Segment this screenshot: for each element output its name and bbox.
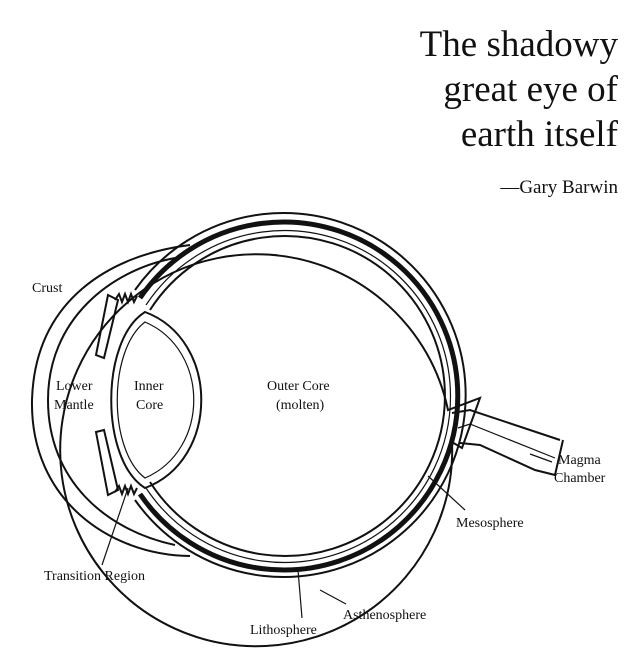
- quote-author: —Gary Barwin: [500, 177, 618, 198]
- label-transition-region: Transition Region: [44, 569, 145, 584]
- label-magma-chamber: Magma: [558, 453, 602, 468]
- label-outer-core: Outer Core: [267, 379, 330, 394]
- cornea-outer: [30, 244, 191, 557]
- lithosphere-ring: [137, 219, 461, 573]
- label-crust: Crust: [32, 281, 62, 296]
- quote-title: The shadowy great eye of earth itself: [420, 22, 618, 157]
- cornea-inner: [46, 257, 176, 546]
- inner-core-lens-inner: [116, 321, 195, 479]
- transition-zigzag-bottom: [114, 483, 138, 497]
- inner-core-lens: [110, 310, 203, 490]
- label-lower-mantle: Lower: [56, 379, 93, 394]
- asthenosphere-leader: [319, 589, 347, 605]
- crust-outline: [59, 253, 482, 648]
- mesosphere-ring: [145, 229, 452, 564]
- quote-line: great eye of: [443, 69, 618, 110]
- label-mesosphere: Mesosphere: [456, 516, 524, 531]
- asthenosphere-ring: [134, 212, 467, 578]
- transition-leader: [101, 487, 129, 566]
- quote-line: earth itself: [460, 114, 618, 155]
- magma-channel-top: [451, 408, 561, 441]
- mesosphere-ring-inner: [149, 235, 446, 557]
- label-magma-chamber: Chamber: [554, 471, 606, 486]
- label-asthenosphere: Asthenosphere: [343, 608, 426, 623]
- magma-channel-mid: [457, 423, 556, 459]
- label-outer-core: (molten): [276, 398, 325, 413]
- transition-zigzag-top: [114, 291, 138, 305]
- mesosphere-leader: [427, 475, 466, 511]
- label-lithosphere: Lithosphere: [250, 623, 317, 638]
- magma-channel-bottom: [459, 439, 564, 477]
- magma-leader: [529, 453, 553, 463]
- label-inner-core: Core: [136, 398, 163, 413]
- label-inner-core: Inner: [134, 379, 164, 394]
- lithosphere-leader: [297, 569, 303, 619]
- label-lower-mantle: Mantle: [54, 398, 94, 413]
- quote-line: The shadowy: [419, 24, 618, 65]
- iris-lower: [94, 428, 120, 497]
- iris-upper: [94, 293, 120, 360]
